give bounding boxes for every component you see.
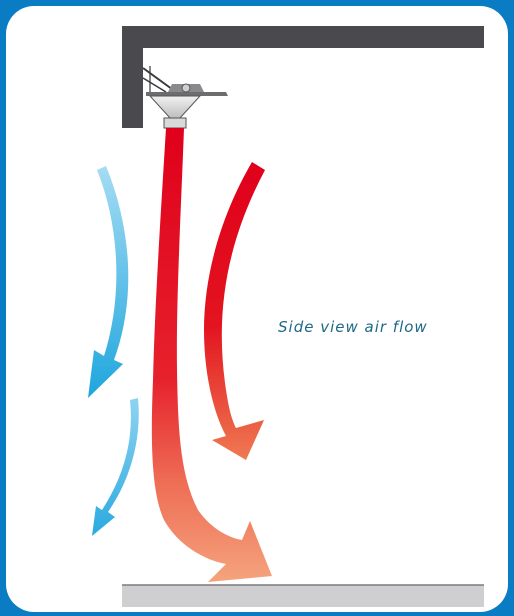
ceiling-mounted-heater-icon (142, 66, 228, 129)
diagram-caption: Side view air flow (278, 318, 428, 336)
hot-air-down-arrow (204, 162, 265, 460)
hot-air-jet (151, 128, 272, 582)
floor (122, 585, 484, 607)
cool-air-lower-arrow (92, 398, 139, 536)
cool-air-upper-arrow (88, 166, 129, 398)
diagram-panel (6, 6, 508, 612)
ceiling-wall (122, 26, 484, 128)
